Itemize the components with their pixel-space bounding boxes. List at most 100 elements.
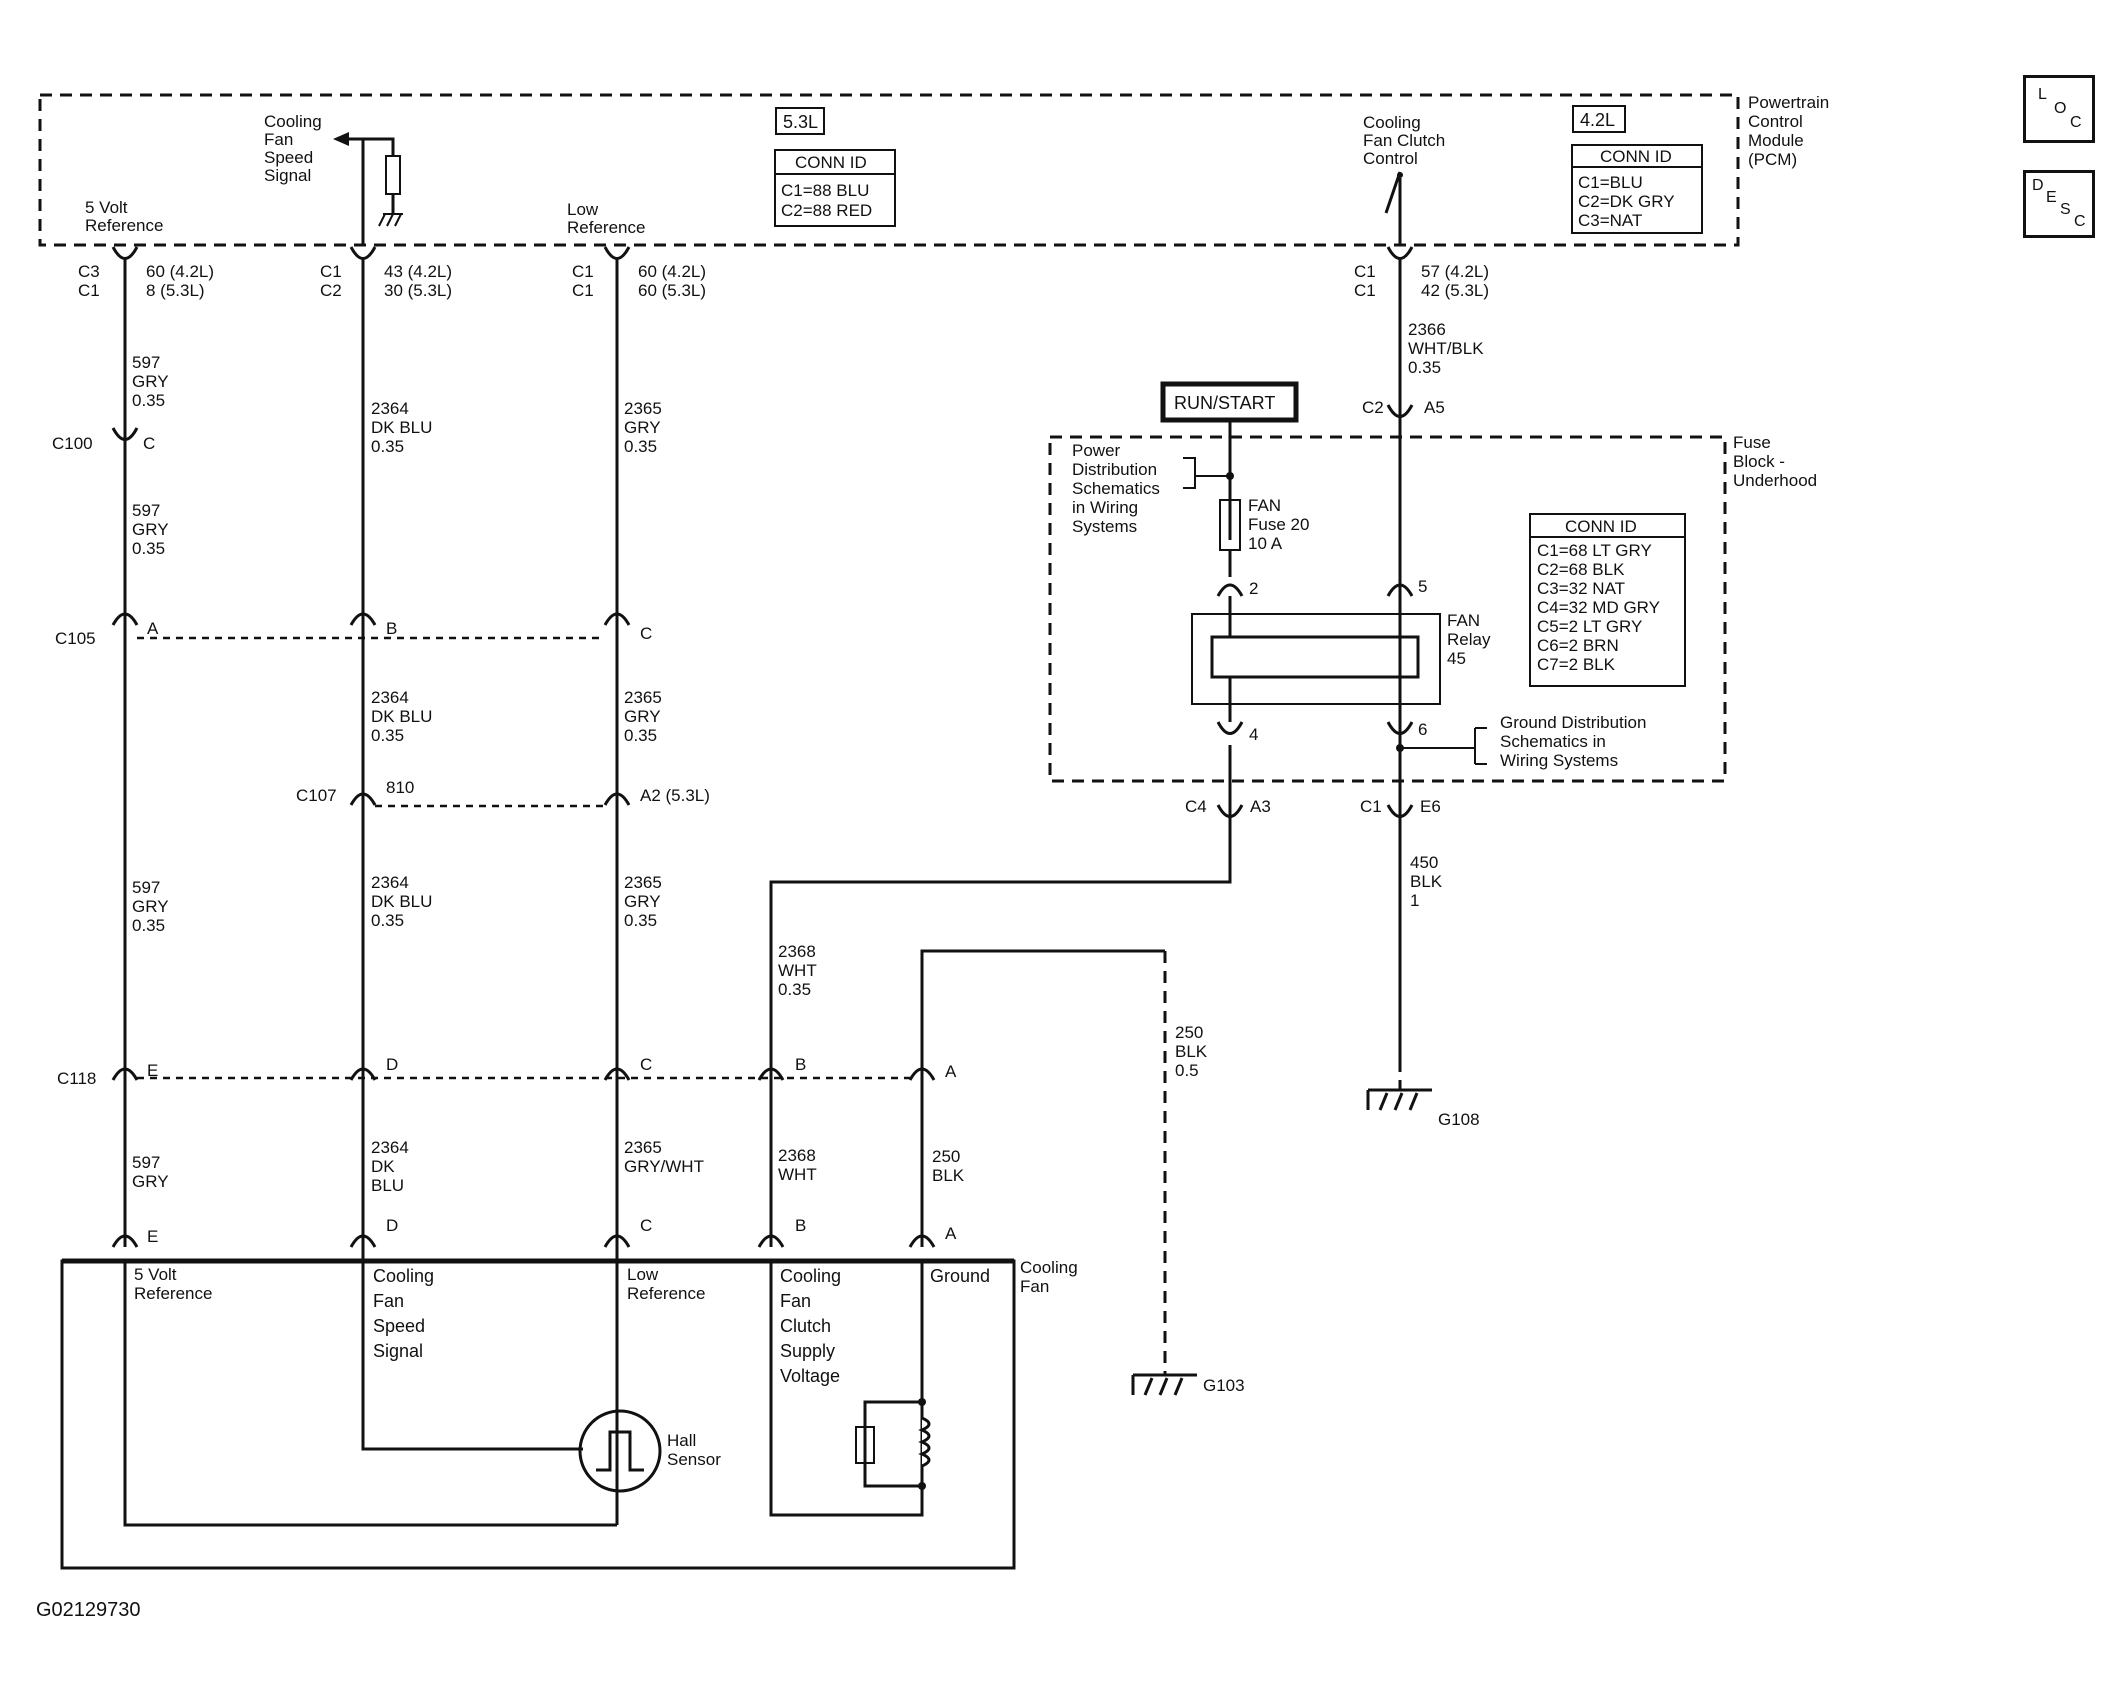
c118-pin-b: B [795, 1055, 806, 1074]
w3-seg1-label: GRY [624, 418, 661, 437]
w1-pcm-conn: C3 [78, 262, 100, 281]
relay-pin-4: 4 [1249, 725, 1258, 744]
fb-conn-row: C2=68 BLK [1537, 560, 1625, 579]
w3-pcm-pin: 60 (4.2L) [638, 262, 706, 281]
c105-label: C105 [55, 629, 96, 648]
relay-label: FAN [1447, 611, 1480, 630]
clutch-pcm-conn: C1 [1354, 262, 1376, 281]
fan-label: Fan [1020, 1277, 1049, 1296]
hall-sensor-icon [578, 1409, 662, 1493]
clutch-pcm-conn: C1 [1354, 281, 1376, 300]
fan-label: Cooling [1020, 1258, 1078, 1277]
fan-pin-b: B [795, 1216, 806, 1235]
loc-letter-o: O [2054, 100, 2067, 117]
w1-seg3-label: 0.35 [132, 916, 165, 935]
w3-pcm-pin: 60 (5.3L) [638, 281, 706, 300]
cooling-fan-box [60, 1259, 1016, 1570]
fb-conn-c2: C2 [1362, 398, 1384, 417]
w4-seg-label: WHT [778, 961, 817, 980]
fb-conn-title: CONN ID [1565, 517, 1637, 536]
fb-out-e6: E6 [1420, 797, 1441, 816]
w1-seg4-label: 597 [132, 1153, 160, 1172]
loc-button[interactable]: L O C [2023, 75, 2095, 143]
w1-seg1-label: GRY [132, 372, 169, 391]
clutch-coil-icon [918, 1416, 931, 1468]
fuse-block-box [1048, 435, 1727, 783]
pcm-pin-speed-label: Cooling [264, 112, 322, 131]
g108-ground-icon [1366, 1088, 1432, 1111]
w2-pcm-pin: 43 (4.2L) [384, 262, 452, 281]
w3-pcm-conn: C1 [572, 262, 594, 281]
fb-out-c1: C1 [1360, 797, 1382, 816]
w3-seg3-label: GRY [624, 892, 661, 911]
fb-out-a3: A3 [1250, 797, 1271, 816]
fb-conn-row: C1=68 LT GRY [1537, 541, 1652, 560]
fb-conn-row: C3=32 NAT [1537, 579, 1625, 598]
engine-42-badge [1572, 105, 1626, 133]
desc-button[interactable]: D E S C [2023, 170, 2095, 238]
w2-pcm-conn: C1 [320, 262, 342, 281]
fb-conn-row: C6=2 BRN [1537, 636, 1619, 655]
pcm-label-1: Powertrain [1748, 93, 1829, 112]
fan-pin-a: A [945, 1224, 957, 1243]
run-start-label: RUN/START [1174, 393, 1275, 413]
w2-seg3-label: DK BLU [371, 892, 432, 911]
w5-seg-label: 250 [932, 1147, 960, 1166]
pcm-conn-42-row: C3=NAT [1578, 211, 1642, 230]
desc-letter-e: E [2046, 189, 2057, 206]
w3-seg2-label: 0.35 [624, 726, 657, 745]
power-note-text: Systems [1072, 517, 1137, 536]
g108-label: G108 [1438, 1110, 1480, 1129]
fan-pin-speed-label: Speed [373, 1316, 425, 1336]
w2-seg1-label: 2364 [371, 399, 409, 418]
clutch-switch-icon [1384, 171, 1402, 245]
c100-pin: C [143, 434, 155, 453]
signal-arrow-icon [333, 132, 349, 146]
w1-seg3-label: 597 [132, 878, 160, 897]
pcm-conn-42-row: C1=BLU [1578, 173, 1643, 192]
c107-pin-a2: A2 (5.3L) [640, 786, 710, 805]
relay-pin-6: 6 [1418, 720, 1427, 739]
w4-seg-label: 0.35 [778, 980, 811, 999]
pcm-pin-lowref-label: Reference [567, 218, 645, 237]
clutch-seg-label: WHT/BLK [1408, 339, 1484, 358]
w3-seg1-label: 0.35 [624, 437, 657, 456]
c118-pin-e: E [147, 1061, 158, 1080]
engine-53-label: 5.3L [783, 112, 818, 132]
w5-gnd-seg-label: BLK [1175, 1042, 1208, 1061]
w2-seg2-label: 2364 [371, 688, 409, 707]
fan-pin-5v-label: 5 Volt [134, 1265, 177, 1284]
c107-label: C107 [296, 786, 337, 805]
clutch-seg-label: 0.35 [1408, 358, 1441, 377]
power-note-text: Schematics [1072, 479, 1160, 498]
w1-pcm-pin: 8 (5.3L) [146, 281, 205, 300]
w1-seg4-label: GRY [132, 1172, 169, 1191]
power-note-text: Power [1072, 441, 1121, 460]
power-note-text: Distribution [1072, 460, 1157, 479]
pcm-label-4: (PCM) [1748, 150, 1797, 169]
w3-seg3-label: 0.35 [624, 911, 657, 930]
w1-seg1-label: 597 [132, 353, 160, 372]
fan-pin-c: C [640, 1216, 652, 1235]
run-start-badge [1160, 381, 1299, 423]
fb-pin-a5: A5 [1424, 398, 1445, 417]
relay-coil-icon [1210, 635, 1420, 679]
c107-pin-810: 810 [386, 778, 414, 797]
clutch-pcm-pin: 42 (5.3L) [1421, 281, 1489, 300]
g108-seg-label: 1 [1410, 891, 1419, 910]
g103-label: G103 [1203, 1376, 1245, 1395]
engine-42-label: 4.2L [1580, 110, 1615, 130]
c105-pin-c: C [640, 624, 652, 643]
fan-pin-d: D [386, 1216, 398, 1235]
w2-seg4-label: 2364 [371, 1138, 409, 1157]
pcm-conn-42-row: C2=DK GRY [1578, 192, 1675, 211]
pcm-pin-clutch-label: Cooling [1363, 113, 1421, 132]
pcm-conn-42-title: CONN ID [1600, 147, 1672, 166]
w2-seg4-label: DK [371, 1157, 395, 1176]
fan-pin-supply-label: Fan [780, 1291, 811, 1311]
pcm-pin-clutch-label: Control [1363, 149, 1418, 168]
w5-gnd-seg-label: 0.5 [1175, 1061, 1199, 1080]
fuse-label: Fuse 20 [1248, 515, 1309, 534]
fuse-block-label: Fuse [1733, 433, 1771, 452]
ground-note-bracket [1400, 727, 1487, 765]
